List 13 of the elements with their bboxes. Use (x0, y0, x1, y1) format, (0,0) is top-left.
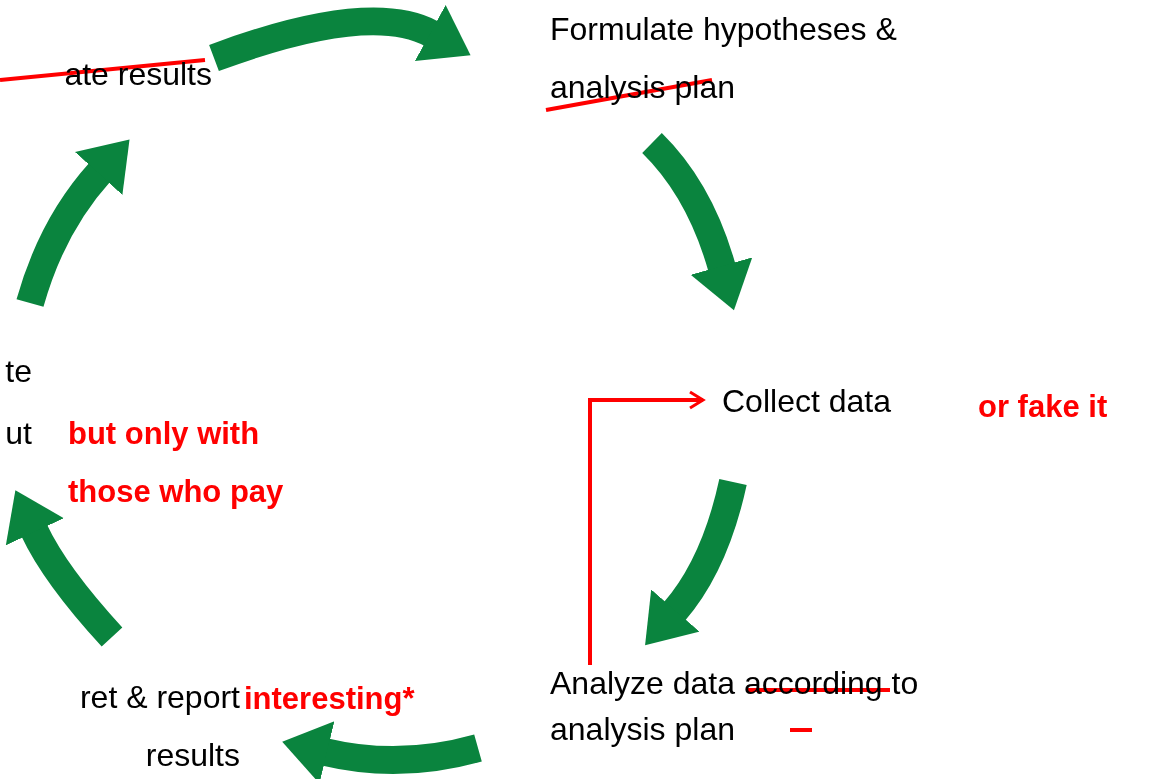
annotation-text: or fake it (978, 388, 1109, 426)
curved-arrow (6, 490, 123, 647)
annotation-text: interesting* (244, 680, 416, 718)
annotation-text: but only with those who pay (68, 415, 285, 511)
curved-arrow (646, 478, 747, 646)
bracket-arrow (588, 390, 705, 665)
curved-arrow (209, 4, 472, 72)
step-text: Collect data (722, 372, 962, 430)
curved-arrow (641, 133, 753, 311)
step-text: te ut (0, 340, 32, 464)
curved-arrow (282, 721, 482, 779)
step-text: ret & report results (0, 668, 240, 779)
curved-arrow (16, 138, 129, 307)
